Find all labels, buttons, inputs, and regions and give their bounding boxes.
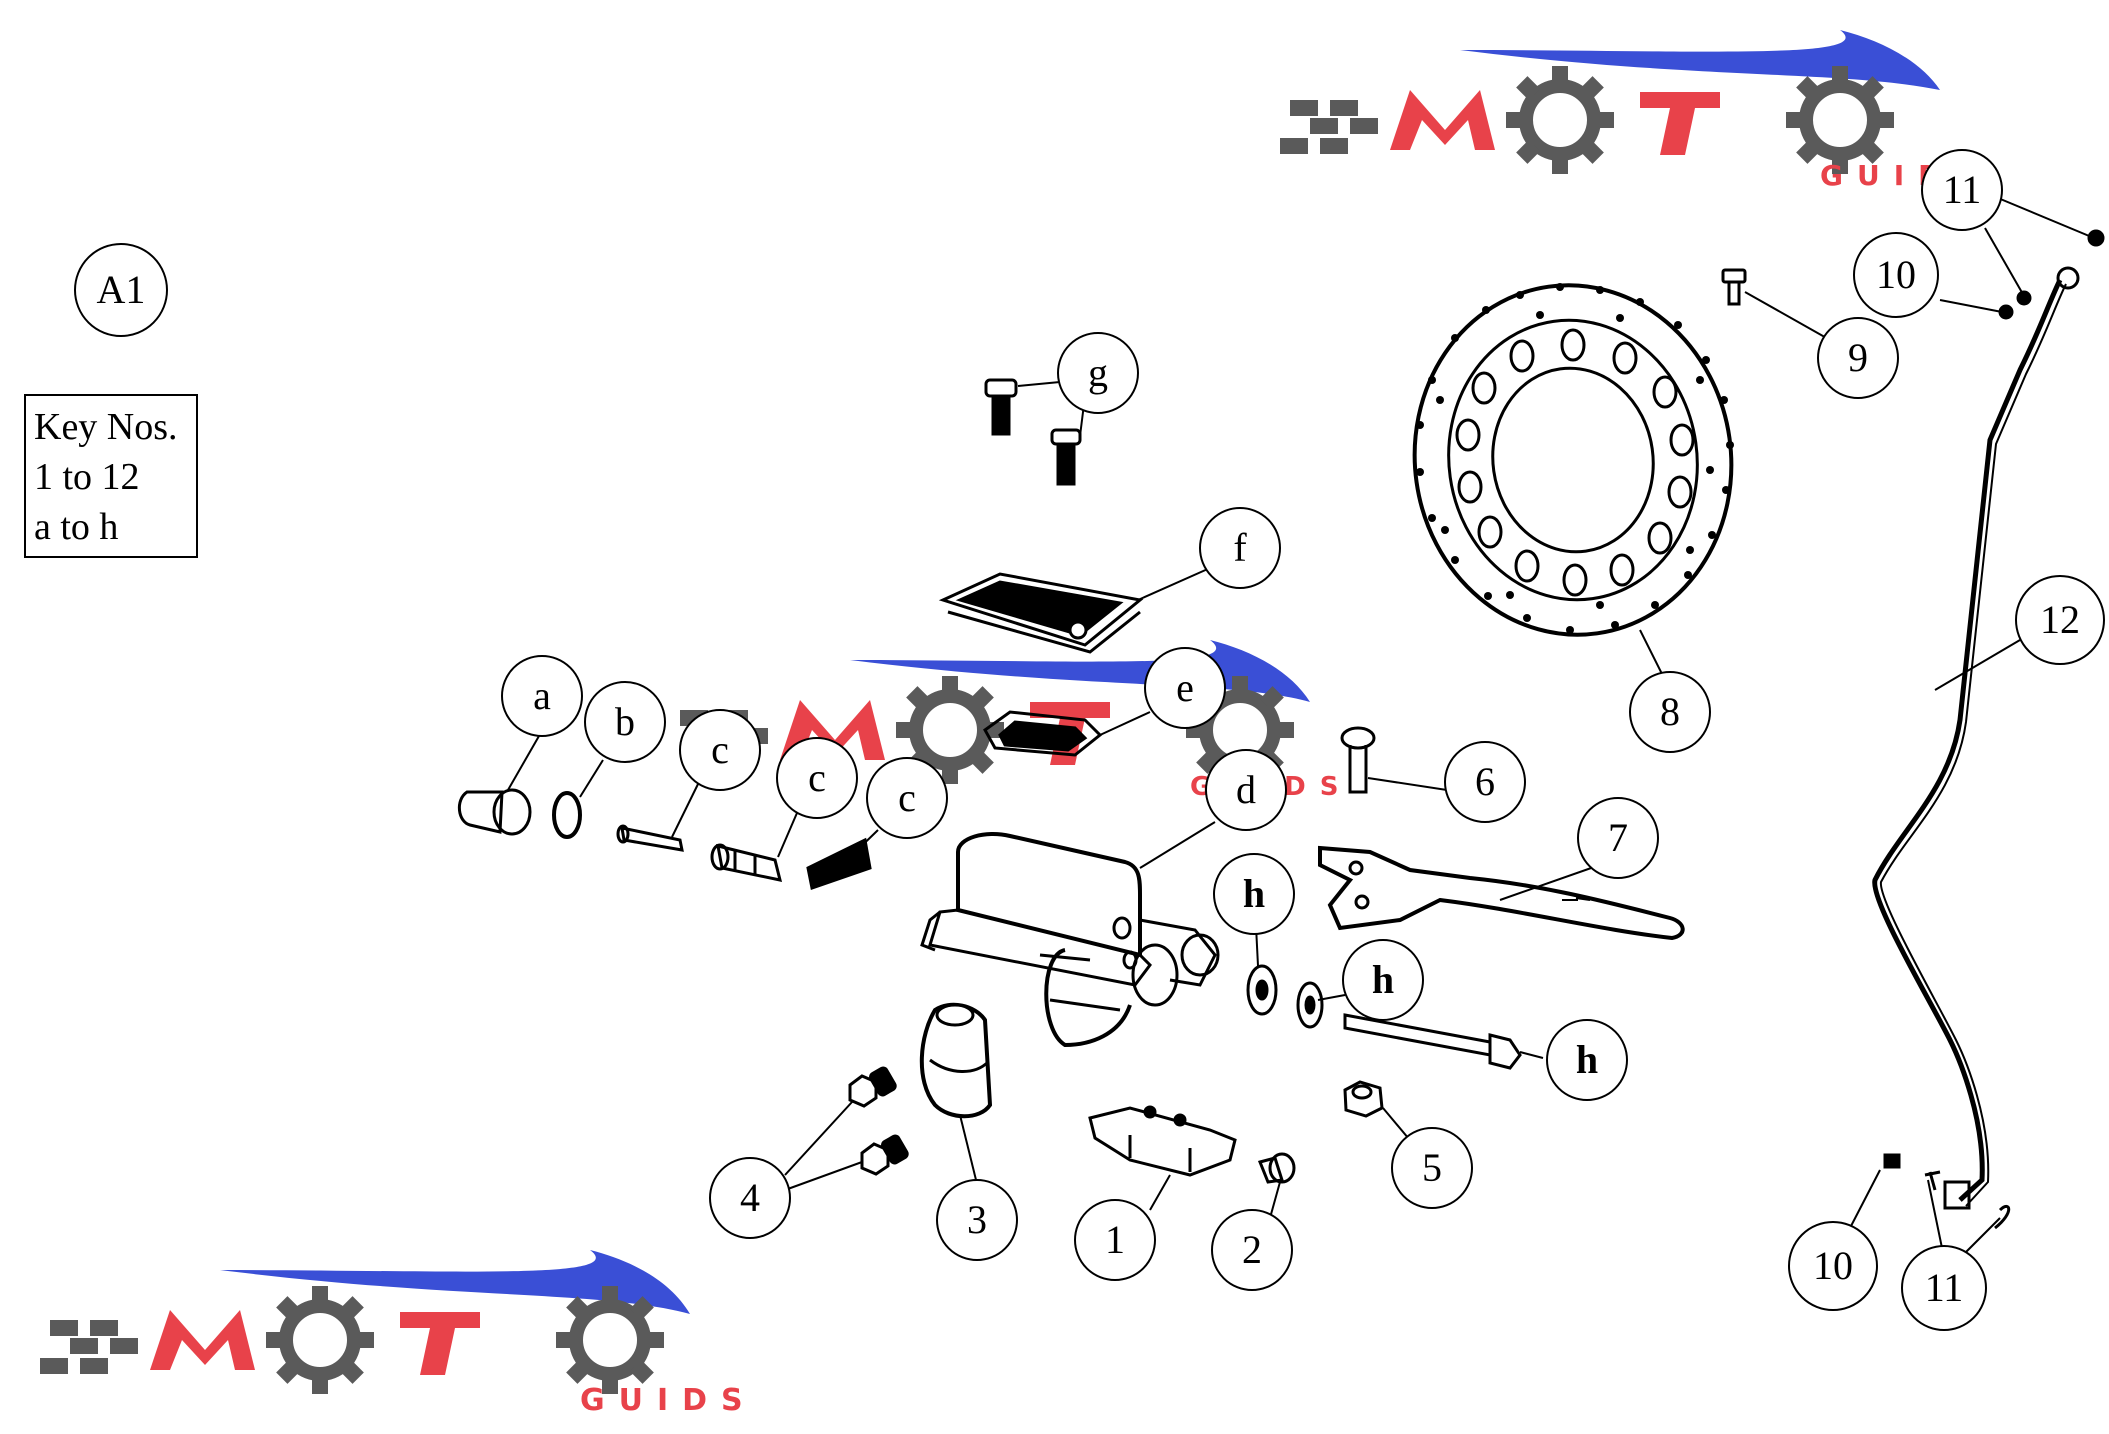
callout-b: b (615, 699, 635, 744)
callout-circles (74, 149, 2105, 1331)
callout-c-3: c (898, 775, 916, 820)
stop-light-switch (1088, 1105, 1237, 1177)
washer-top (1998, 229, 2105, 320)
callout-c-1: c (711, 727, 729, 772)
callout-7: 7 (1608, 815, 1628, 860)
pivot-bolt (1343, 1013, 1522, 1070)
callout-2: 2 (1242, 1227, 1262, 1272)
piston-rod (616, 824, 684, 852)
callout-1: 1 (1105, 1217, 1125, 1262)
callout-5: 5 (1422, 1145, 1442, 1190)
switch-screw (1257, 1152, 1296, 1184)
key-numbers-box: Key Nos. 1 to 12 a to h (24, 394, 198, 558)
reservoir-cap (938, 572, 1144, 654)
brake-disc (1412, 283, 1734, 637)
banjo-bolt (1721, 268, 1747, 306)
callout-10-bottom: 10 (1813, 1243, 1853, 1288)
callout-8: 8 (1660, 689, 1680, 734)
washer-bottom (1883, 1153, 2011, 1230)
callout-9: 9 (1848, 335, 1868, 380)
piston (710, 843, 783, 882)
washer-h2 (1296, 981, 1324, 1029)
key-line-1: Key Nos. (34, 406, 178, 448)
callout-11-bottom: 11 (1925, 1265, 1964, 1310)
dust-boot (458, 788, 532, 836)
callout-g: g (1088, 350, 1108, 395)
callout-10-top: 10 (1876, 252, 1916, 297)
clamp-bolts (848, 1066, 909, 1176)
pivot-nut (1343, 1080, 1384, 1118)
watermark-tagline-bottom: GUIDS (580, 1383, 757, 1418)
washer-h1 (1246, 964, 1278, 1016)
o-ring (552, 791, 582, 839)
callout-h-1: h (1243, 871, 1265, 916)
callout-d: d (1236, 767, 1256, 812)
pivot-pin (1340, 726, 1376, 794)
key-line-2: 1 to 12 (34, 456, 140, 498)
callout-6: 6 (1475, 759, 1495, 804)
watermark-logo-top-right: GUIDS (1280, 30, 1976, 192)
watermark-logo-bottom-left: GUIDS (40, 1250, 757, 1418)
callout-labels: A1 11 10 9 8 12 10 11 g f e d a b c c c … (97, 167, 2080, 1310)
callout-a: a (533, 673, 551, 718)
handlebar-clamp (919, 1002, 993, 1119)
callout-3: 3 (967, 1197, 987, 1242)
master-cylinder (920, 831, 1220, 1048)
screws-g (984, 378, 1082, 486)
callout-4: 4 (740, 1175, 760, 1220)
callout-h-2: h (1372, 957, 1394, 1002)
key-line-3: a to h (34, 506, 119, 548)
sheet-id-label: A1 (97, 267, 146, 312)
leader-lines (507, 197, 2095, 1259)
callout-c-2: c (808, 755, 826, 800)
callout-h-3: h (1576, 1037, 1598, 1082)
callout-12: 12 (2040, 597, 2080, 642)
callout-11-top: 11 (1943, 167, 1982, 212)
callout-f: f (1233, 525, 1247, 570)
callout-e: e (1176, 665, 1194, 710)
diaphragm (983, 710, 1103, 757)
brake-pipe (1872, 266, 2080, 1210)
